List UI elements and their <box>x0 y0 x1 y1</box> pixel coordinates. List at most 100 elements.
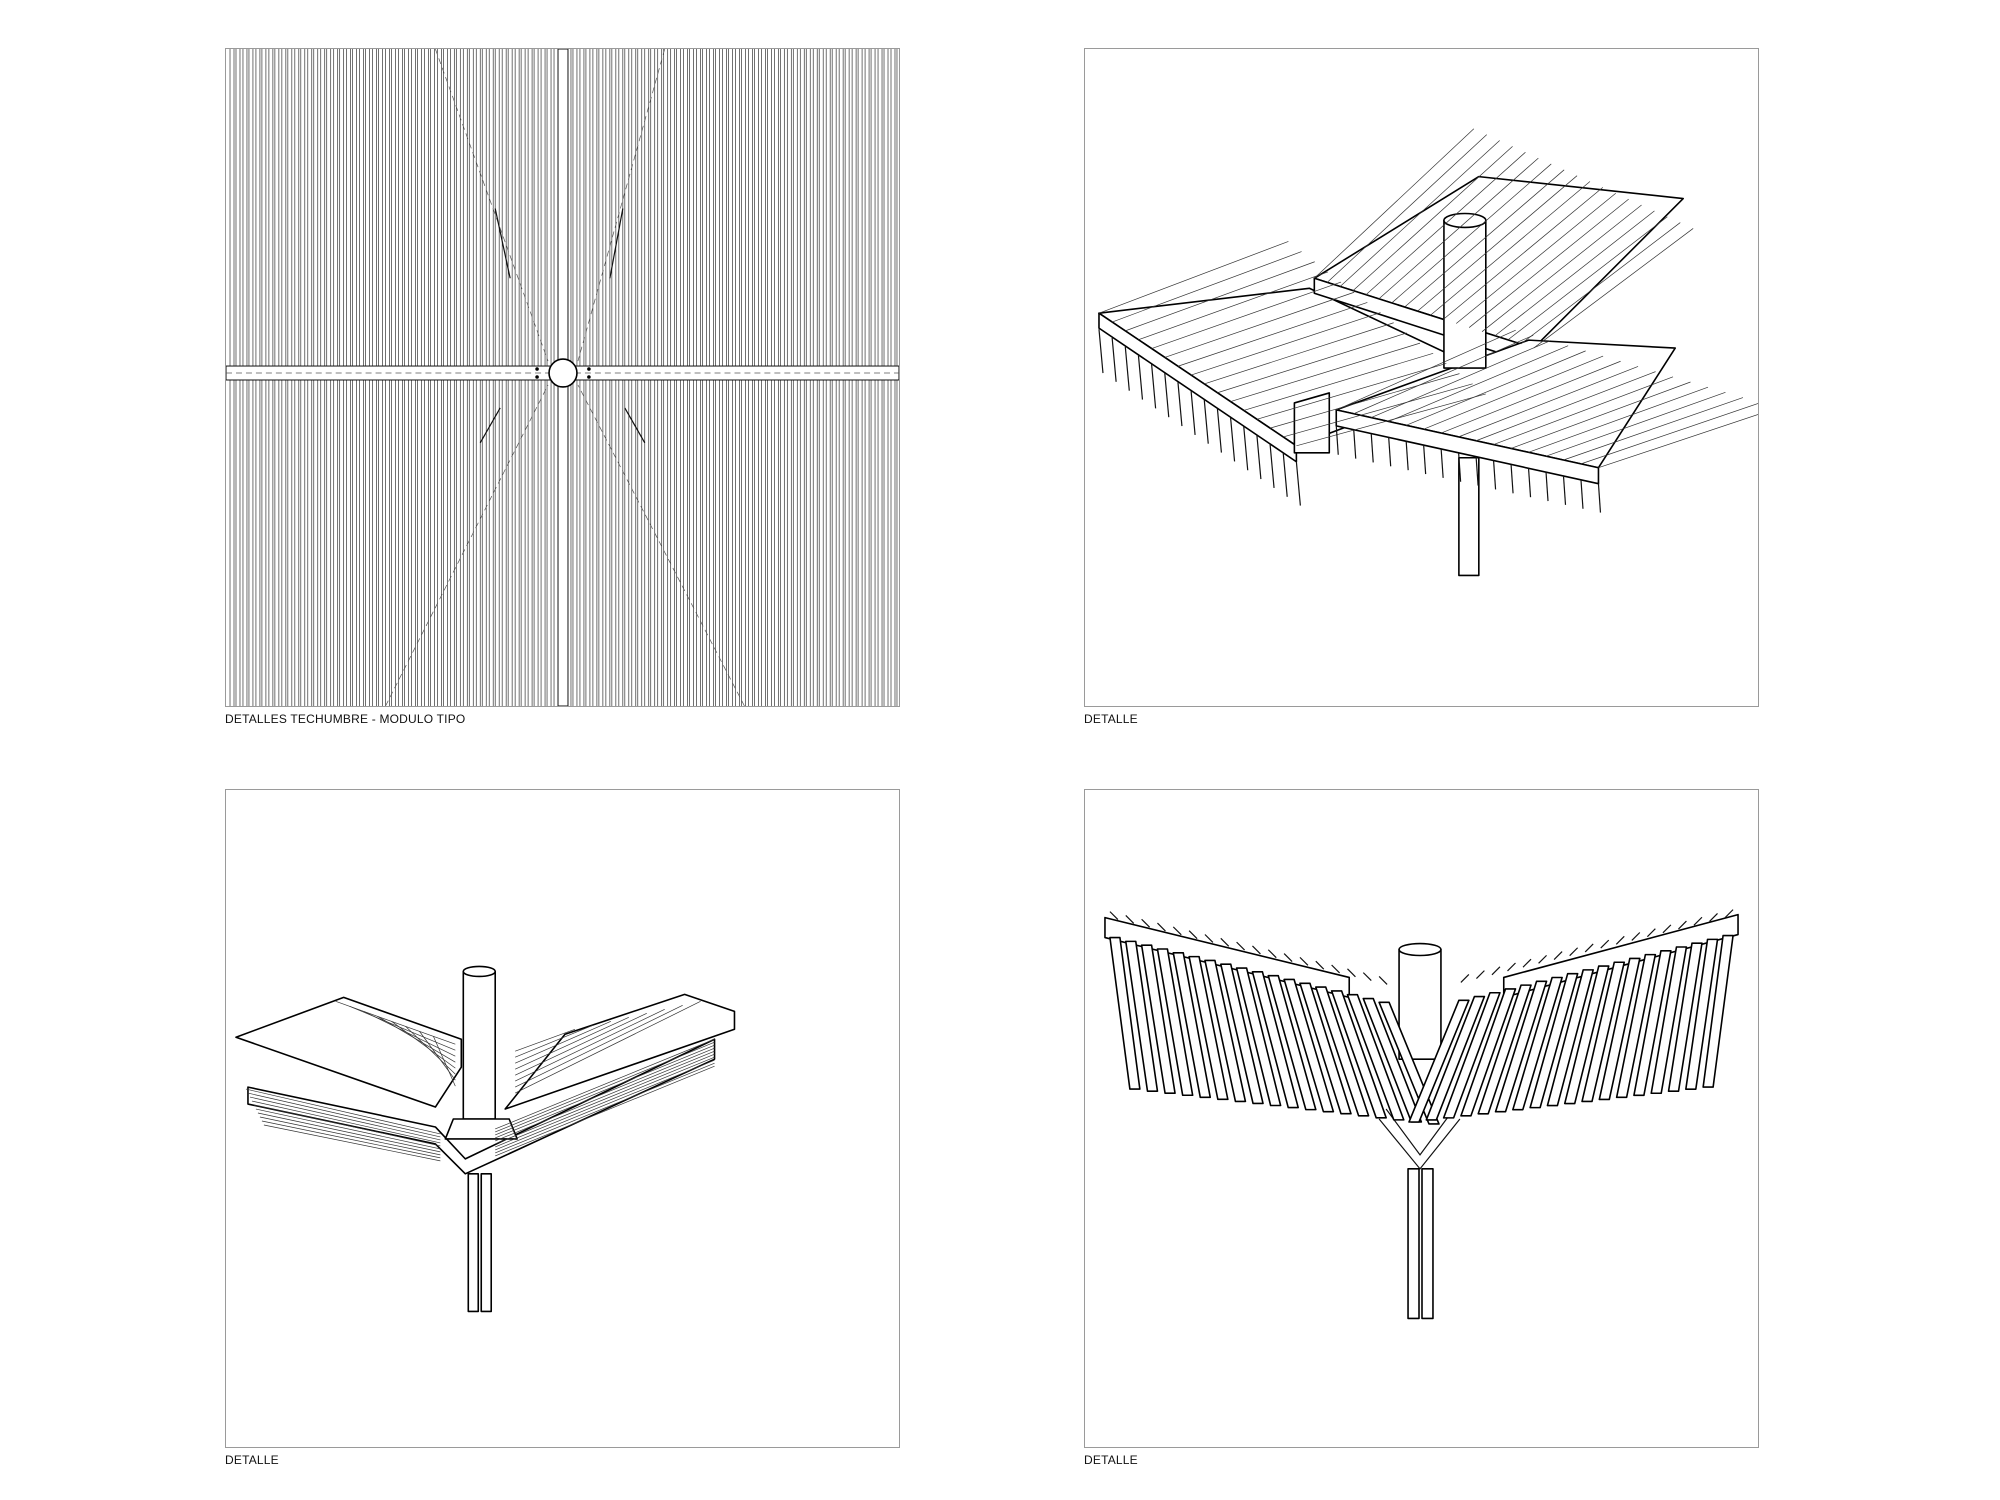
purlin-line <box>1335 425 1339 455</box>
purlin-left <box>1140 944 1176 1094</box>
rib-tooth <box>1631 932 1641 941</box>
rib-line <box>1326 134 1487 283</box>
rib-line <box>1243 352 1434 411</box>
purlin-right <box>1442 991 1501 1119</box>
purlin-left <box>1204 959 1247 1103</box>
purlin-right <box>1563 965 1610 1105</box>
rib-line <box>1417 175 1578 312</box>
rib-line <box>1352 146 1513 291</box>
column-circle <box>548 358 578 388</box>
arrow-icon <box>479 407 501 444</box>
rib-line <box>1458 366 1639 438</box>
rib-line <box>1190 312 1381 376</box>
purlin-right <box>1615 953 1657 1099</box>
rib-line <box>1177 302 1368 367</box>
roof-isometric-front-drawing <box>225 789 900 1448</box>
roof-isometric-bottom-drawing <box>1084 789 1759 1448</box>
rib-tooth <box>1315 960 1325 970</box>
rib-line <box>515 1020 611 1064</box>
rib-line <box>514 1013 647 1076</box>
purlin-line <box>1098 329 1104 374</box>
purlin-line <box>1527 468 1532 498</box>
rib-line <box>1475 371 1656 442</box>
purlin-line <box>1458 452 1462 482</box>
rib-line <box>1353 335 1534 415</box>
rib-line <box>259 1116 441 1156</box>
purlin-left <box>1283 978 1335 1113</box>
roof-isometric-front-svg <box>235 965 736 1313</box>
purlin-right <box>1460 988 1517 1117</box>
rib-line <box>1138 271 1329 341</box>
purlin-line <box>1203 399 1209 444</box>
purlin-line <box>1370 433 1374 463</box>
rib-tooth <box>1125 915 1135 924</box>
rib-line <box>1423 355 1604 430</box>
rib-tooth <box>1475 970 1485 980</box>
rib-tooth <box>1553 951 1563 960</box>
rib-tooth <box>1600 939 1610 949</box>
rib-tooth <box>1141 918 1151 928</box>
purlin-right <box>1494 980 1548 1113</box>
rib-tooth <box>1299 956 1309 966</box>
purlin-line <box>1475 456 1479 486</box>
purlin-right <box>1425 995 1486 1121</box>
rib-line <box>349 1006 456 1051</box>
purlin-left <box>1109 936 1141 1090</box>
purlin-left <box>1314 986 1370 1117</box>
rib-line <box>263 1124 441 1162</box>
rib-tooth <box>1220 937 1230 947</box>
purlin-line <box>1282 452 1288 497</box>
purlin-right <box>1477 984 1532 1115</box>
arrow-icon <box>609 208 624 279</box>
rib-line <box>1217 332 1407 394</box>
rib-line <box>1456 192 1616 324</box>
rib-tooth <box>1267 949 1277 959</box>
rib-line <box>1314 128 1475 279</box>
purlin-left <box>1124 940 1159 1092</box>
rib-line <box>1336 329 1516 411</box>
rib-tooth <box>1678 920 1687 930</box>
purlin-right <box>1667 942 1703 1092</box>
rib-tooth <box>1662 924 1672 934</box>
rib-line <box>1151 281 1342 349</box>
rib-line <box>495 1062 715 1154</box>
purlin-left <box>1219 963 1264 1105</box>
rib-line <box>1580 403 1758 465</box>
bolt-icon <box>535 375 539 379</box>
purlin-left <box>1346 993 1405 1121</box>
rib-line <box>1545 392 1726 457</box>
rib-tooth <box>1507 962 1516 972</box>
rib-line <box>1230 342 1421 402</box>
bolt-icon <box>587 367 591 371</box>
rib-line <box>1520 222 1681 345</box>
purlin-line <box>1510 464 1514 494</box>
rib-line <box>1296 393 1486 447</box>
purlin-right <box>1685 938 1719 1090</box>
rib-line <box>495 1053 715 1145</box>
purlin-line <box>1597 483 1602 513</box>
purlin-line <box>1405 441 1409 471</box>
purlin-right <box>1650 946 1688 1095</box>
rib-tooth <box>1646 928 1656 938</box>
rib-line <box>1371 340 1551 418</box>
rib-line <box>515 1024 594 1058</box>
roof-isometric-bottom-svg <box>1104 909 1739 1320</box>
purlin-line <box>1353 429 1357 459</box>
purlin-line <box>1440 448 1444 478</box>
purlin-left <box>1172 952 1212 1099</box>
purlin-right <box>1598 957 1641 1101</box>
rib-line <box>1533 228 1694 349</box>
rib-tooth <box>1724 909 1734 919</box>
rib-line <box>1430 181 1591 316</box>
rib-line <box>391 1021 456 1069</box>
rib-tooth <box>1172 926 1182 936</box>
rib-line <box>495 1059 715 1151</box>
rib-line <box>515 1028 576 1052</box>
rib-line <box>1598 414 1758 469</box>
rib-line <box>261 1120 441 1159</box>
rib-line <box>495 1065 715 1157</box>
corrugation-lines <box>229 49 898 706</box>
rib-tooth <box>1491 966 1501 976</box>
arrow-icon <box>624 407 646 444</box>
purlin-right <box>1581 961 1626 1103</box>
